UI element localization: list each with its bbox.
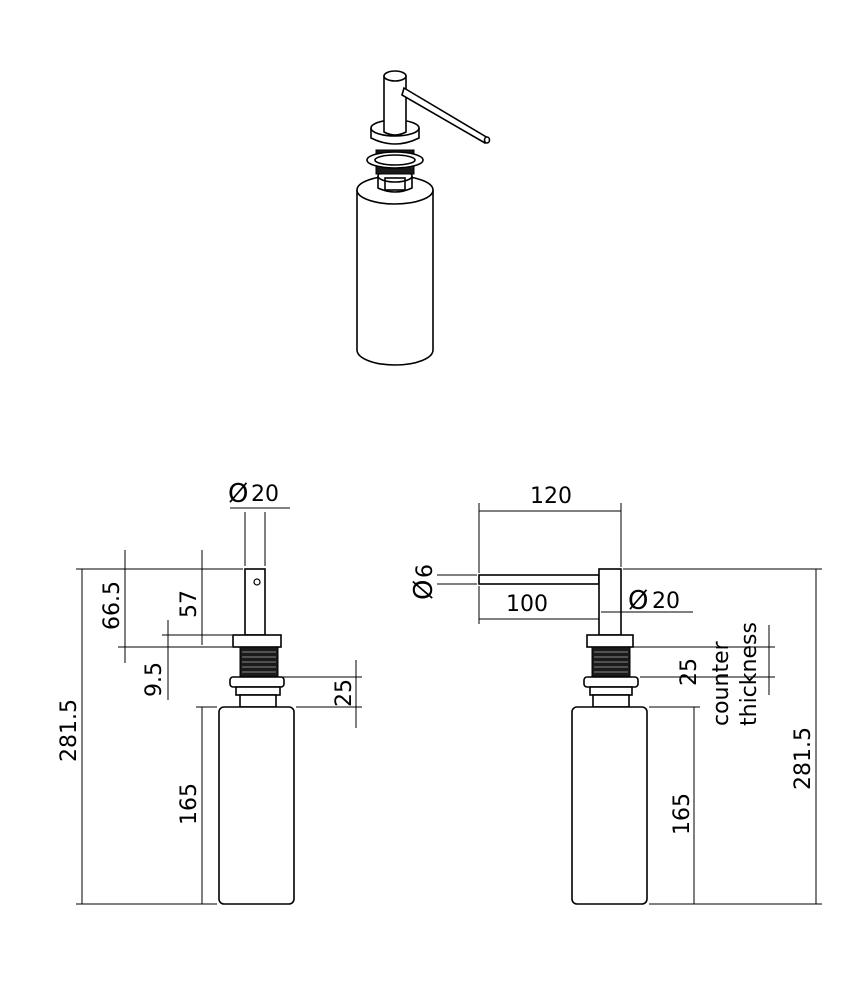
front-flange — [586, 634, 634, 648]
side-column — [244, 568, 266, 636]
side-dim-57-label: 57 — [177, 590, 202, 618]
side-bottle — [218, 706, 295, 905]
side-dim-281-5-label: 281.5 — [57, 699, 82, 762]
front-column — [598, 568, 622, 636]
side-diameter-symbol: Ø — [228, 479, 248, 509]
front-dim-100-label: 100 — [506, 592, 548, 617]
front-neck — [592, 694, 630, 708]
front-thickness-label: thickness — [737, 622, 762, 726]
front-dim-120-label: 120 — [530, 484, 572, 509]
front-view: Ø 6 120 100 Ø 20 25 counter thickness 16… — [409, 484, 822, 905]
side-neck — [239, 694, 277, 708]
front-dim-165-label: 165 — [670, 793, 695, 835]
front-bottle — [571, 706, 648, 905]
side-diameter-label: 20 — [251, 482, 279, 507]
front-dim-281-5-label: 281.5 — [791, 727, 816, 790]
front-spout-diameter-label: 6 — [413, 564, 438, 578]
front-counter-label: counter — [709, 640, 734, 726]
side-nut — [235, 686, 281, 696]
front-nut-washer — [583, 676, 639, 688]
side-dim-25-label: 25 — [332, 679, 357, 707]
front-spout — [478, 574, 600, 585]
front-diameter-label: 20 — [652, 589, 680, 614]
side-flange — [232, 634, 282, 648]
front-nut — [589, 686, 633, 696]
side-dim-66-5-label: 66.5 — [100, 581, 125, 630]
side-view: Ø 20 66.5 57 9.5 25 165 281.5 — [57, 479, 362, 905]
front-spout-diameter-symbol: Ø — [409, 580, 439, 600]
front-dim-25-label: 25 — [677, 658, 702, 686]
side-dim-165-label: 165 — [177, 783, 202, 825]
side-nut-washer — [229, 676, 285, 688]
isometric-view — [356, 70, 491, 366]
side-dim-9-5-label: 9.5 — [142, 662, 167, 697]
front-diameter-symbol: Ø — [628, 586, 648, 616]
side-button — [253, 578, 261, 586]
